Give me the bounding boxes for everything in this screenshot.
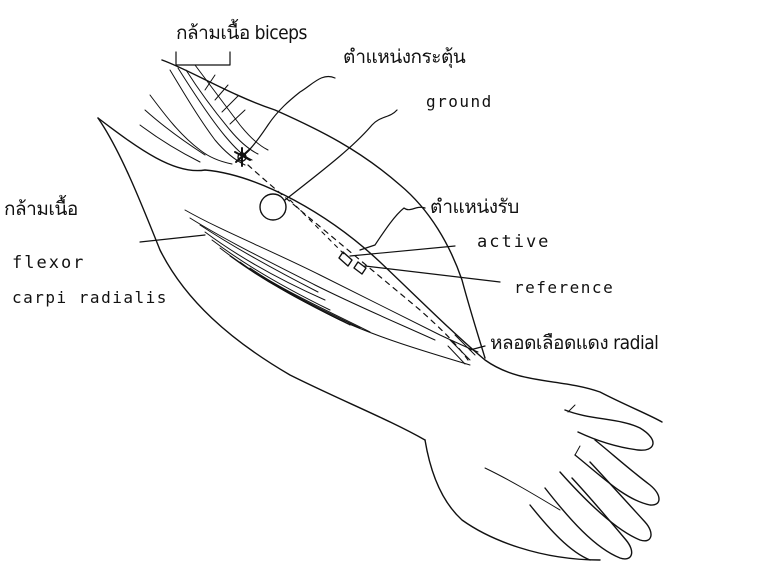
reference-label: reference (514, 280, 614, 296)
biceps-label: กล้ามเนื้อ biceps (176, 24, 307, 43)
radial-artery-label: หลอดเลือดแดง radial (490, 334, 658, 353)
active-electrode (339, 252, 352, 266)
nerve-path (290, 200, 345, 255)
flexor-label: flexor (12, 255, 85, 272)
ground-label: ground (426, 94, 493, 110)
recording-site-label: ตำแหน่งรับ (430, 198, 519, 217)
stimulation-site-label: ตำแหน่งกระตุ้น (343, 48, 465, 67)
knuckle-lines (485, 405, 580, 510)
muscle-thai-label: กล้ามเนื้อ (4, 200, 78, 219)
ground-electrode (260, 194, 286, 220)
flexor-muscle (185, 210, 478, 365)
active-label: active (477, 234, 550, 251)
arm-outline-upper (98, 118, 662, 422)
finger-4 (530, 505, 590, 560)
carpi-radialis-label: carpi radialis (12, 290, 168, 306)
thumb-outline (565, 410, 653, 450)
forearm-lower-edge (425, 440, 600, 560)
